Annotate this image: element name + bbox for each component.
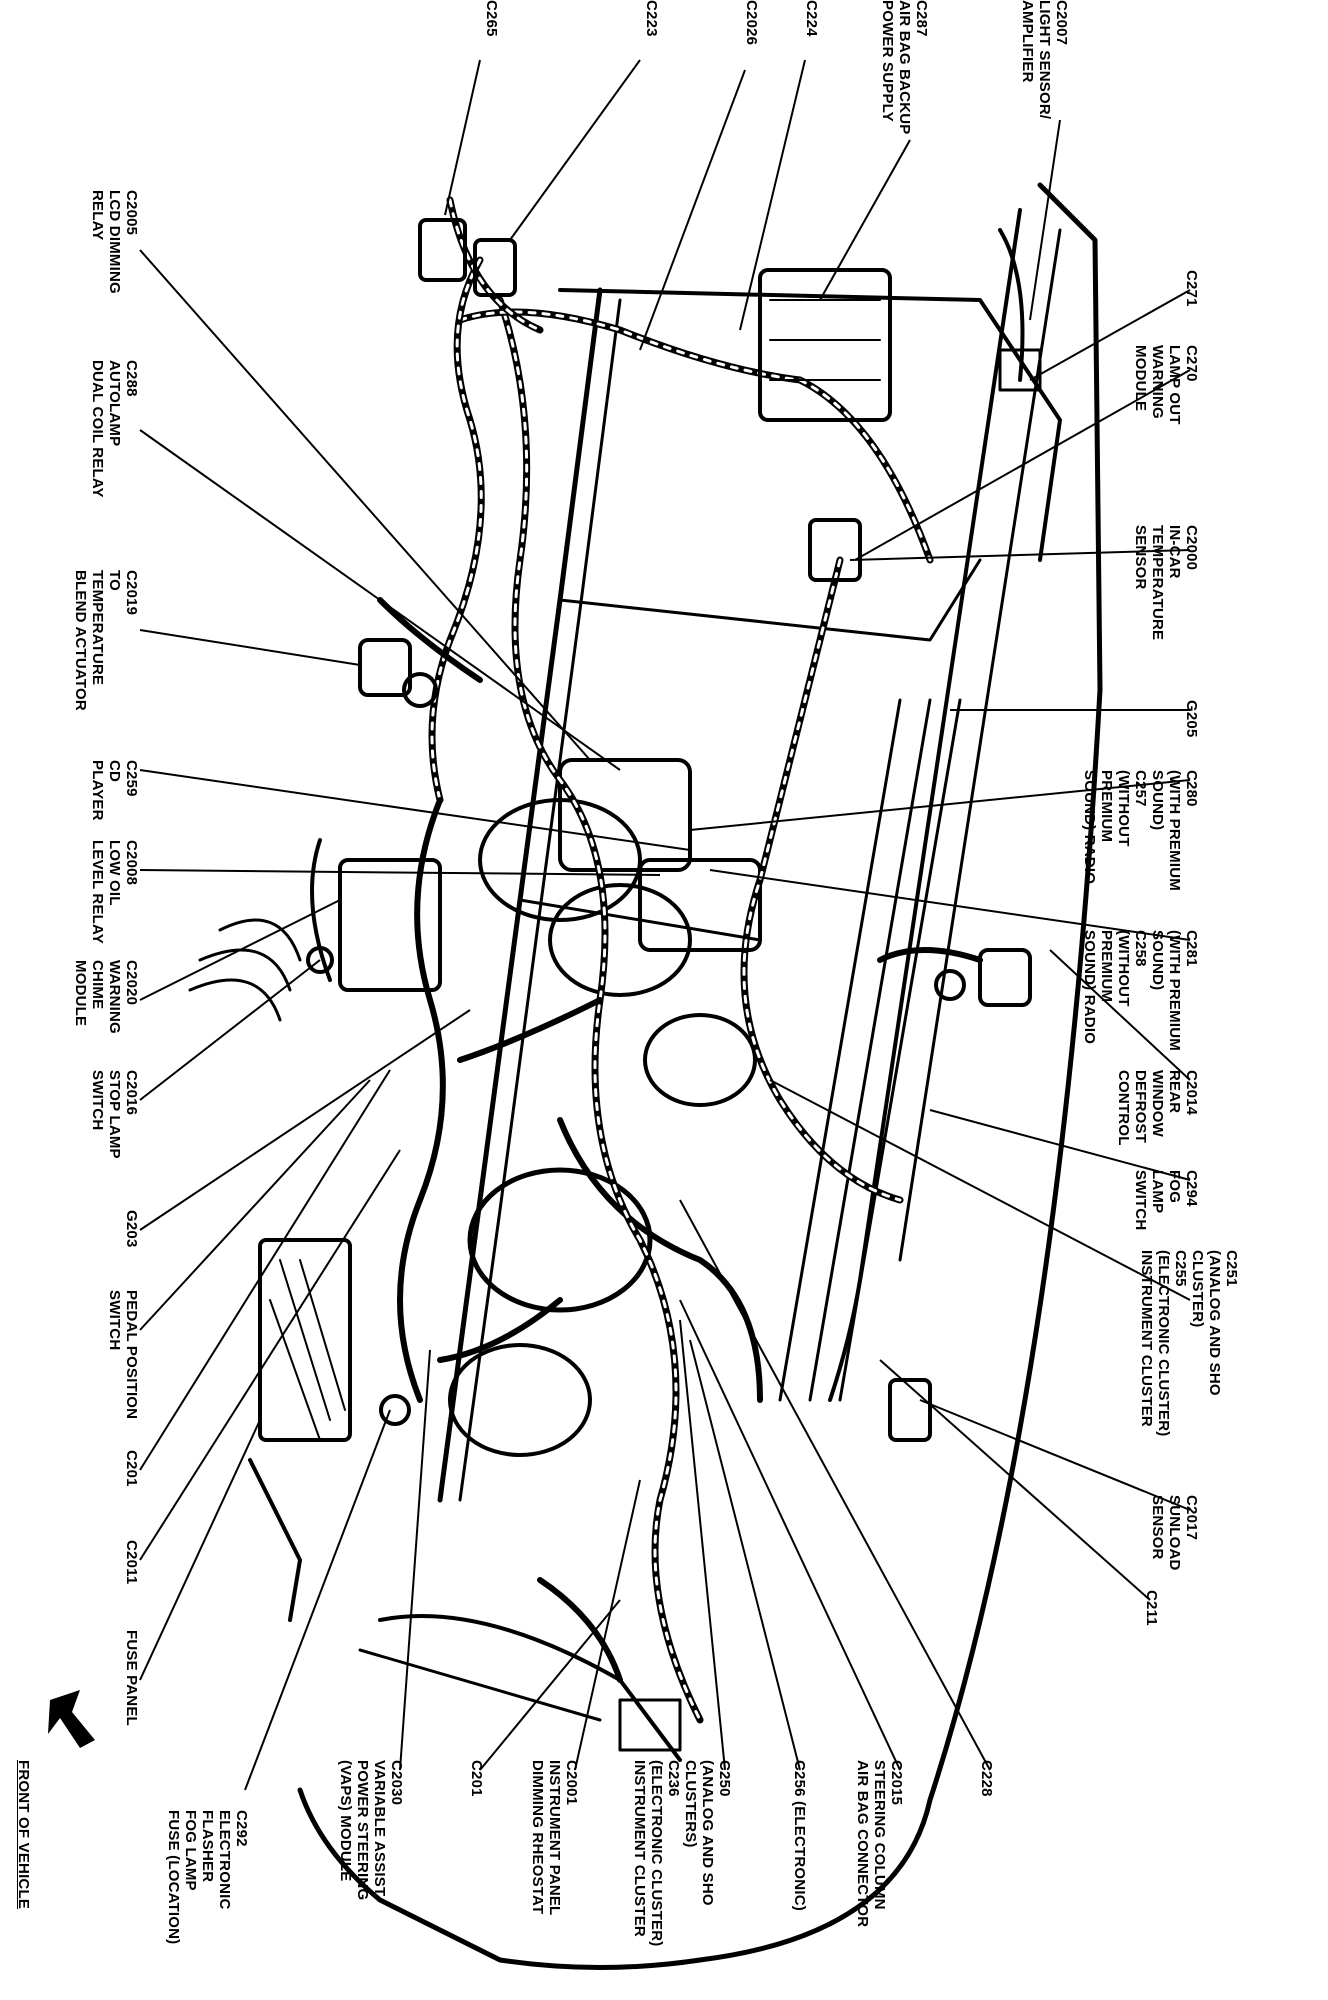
leader-c287: [819, 139, 911, 301]
leader-c2020: [139, 899, 341, 1001]
leader-c2005: [139, 249, 591, 761]
leader-c292: [244, 1409, 391, 1791]
airbag-supply-box: [758, 268, 892, 422]
leader-fuse-panel: [139, 1419, 261, 1681]
dashboard-outline: [297, 182, 1103, 1970]
leader-c224: [739, 59, 806, 331]
leader-c223: [509, 59, 641, 241]
leader-c2016: [139, 959, 321, 1101]
leader-c2011: [139, 1149, 401, 1561]
leader-c2008: [139, 869, 661, 876]
chime-module-body: [338, 858, 442, 992]
fuse-panel-body: [258, 1238, 352, 1442]
leader-c280: [689, 779, 1191, 831]
leader-c294: [929, 1109, 1191, 1181]
leader-c2030: [399, 1349, 431, 1771]
leader-c2017: [919, 1399, 1191, 1511]
leader-c271: [1029, 289, 1191, 381]
leader-pedal: [139, 1079, 371, 1331]
front-arrow-icon: [48, 1690, 95, 1748]
leader-c265: [444, 59, 481, 216]
radio-body: [558, 758, 692, 872]
leader-c2019: [139, 629, 361, 666]
leader-c259: [139, 769, 691, 851]
leader-g203: [139, 1009, 471, 1231]
leader-c2015: [679, 1299, 901, 1771]
leader-c281: [709, 869, 1191, 941]
leader-c256: [689, 1339, 801, 1771]
leader-c251: [769, 1079, 1191, 1301]
leader-c201a: [139, 1069, 391, 1471]
leader-c250: [679, 1319, 726, 1771]
leader-c270: [854, 369, 1191, 561]
leader-c201b: [479, 1599, 621, 1771]
leader-c2026: [639, 69, 746, 351]
leader-c2001: [574, 1479, 641, 1771]
leader-c211: [879, 1359, 1151, 1601]
leader-c288: [139, 429, 621, 771]
leader-c2014: [1049, 949, 1191, 1081]
lamp-out-module-body: [808, 518, 862, 582]
leader-c2000: [849, 549, 1191, 561]
leader-c228: [679, 1199, 991, 1771]
leader-c2007: [1029, 119, 1061, 321]
